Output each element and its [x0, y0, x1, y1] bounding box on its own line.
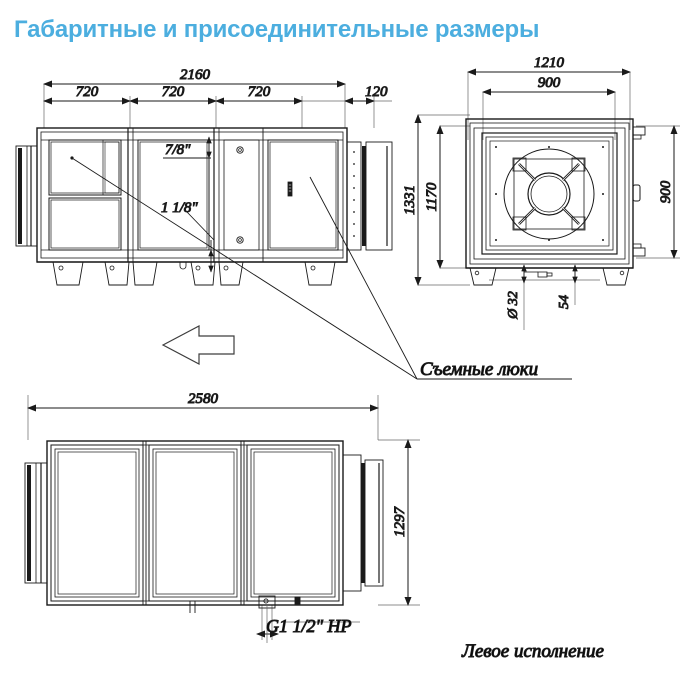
plan-duct-spigot-left — [24, 462, 48, 584]
page-title: Габаритные и присоединительные размеры — [14, 16, 540, 43]
side-panel-group-1 — [48, 139, 122, 251]
dim-label-7-8-inch: 7/8" — [165, 142, 191, 158]
dim-label-2160: 2160 — [180, 67, 211, 83]
front-base-legs — [466, 267, 633, 286]
annotation-removable-hatches: Съемные люки — [420, 359, 538, 380]
dim-label-2580: 2580 — [188, 391, 219, 407]
dim-label-1-1-8-inch: 1 1/8" — [161, 200, 198, 216]
dim-label-1210: 1210 — [534, 55, 565, 71]
front-elevation-view: 1210 900 1331 1170 900 — [402, 55, 680, 330]
dim-label-1297: 1297 — [392, 506, 408, 538]
airflow-direction-arrow — [161, 325, 235, 365]
side-duct-spigot-left — [15, 145, 38, 247]
annotation-handing: Левое исполнение — [461, 641, 604, 662]
dim-label-1170: 1170 — [424, 182, 440, 211]
plan-panel-2 — [148, 444, 242, 602]
dim-label-seg3-720: 720 — [248, 84, 271, 100]
dim-label-54: 54 — [557, 295, 572, 309]
front-fan-assembly — [503, 148, 595, 240]
dim-label-900-height: 900 — [658, 180, 674, 203]
side-duct-spigot-right — [346, 141, 393, 251]
top-plan-view: 2580 1297 — [24, 391, 420, 643]
plan-body — [46, 440, 344, 606]
side-panel-group-2 — [137, 139, 210, 251]
side-elevation-view: 2160 720 720 720 120 — [15, 67, 393, 365]
plan-panel-1 — [50, 444, 144, 602]
front-access-hatch — [481, 132, 618, 255]
callout-drain-7-8 — [163, 136, 212, 159]
plan-panel-3 — [246, 444, 340, 602]
dim-label-seg2-720: 720 — [162, 84, 185, 100]
dim-label-1331: 1331 — [402, 185, 418, 215]
side-panel-group-3 — [223, 139, 339, 251]
plan-duct-spigot-right — [342, 454, 384, 592]
dim-label-seg1-720: 720 — [76, 84, 99, 100]
front-side-brackets — [632, 126, 646, 257]
dim-label-g1-half-hp: G1 1/2" HP — [266, 616, 352, 636]
dim-label-seg4-120: 120 — [365, 84, 388, 100]
removable-hatches-leaders — [70, 156, 572, 380]
dim-drain-thread — [256, 605, 279, 643]
dim-label-900-width: 900 — [538, 75, 561, 91]
callout-drain-1-1-8 — [186, 211, 215, 273]
front-cabinet-body — [465, 118, 634, 269]
dim-label-diameter-32: Ø 32 — [506, 291, 521, 320]
side-base-legs — [37, 261, 347, 286]
